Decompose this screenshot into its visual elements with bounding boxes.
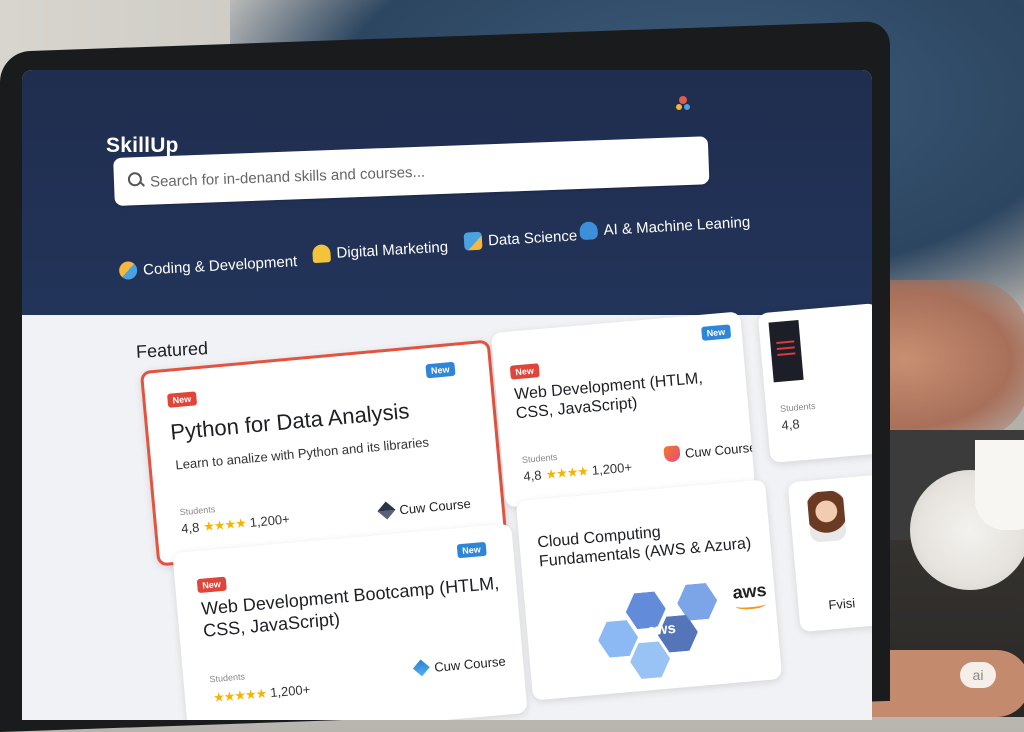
instructor-thumbnail [806,489,847,543]
search-icon [127,171,145,187]
course-title: Fvisi [827,595,856,613]
category-ai[interactable]: AI & Machine Leaning [579,213,751,241]
aws-hex-graphic: aws [593,574,732,695]
category-label: Data Science [487,226,578,249]
students-label: Students [209,671,246,685]
category-coding[interactable]: Coding & Development [118,252,298,280]
students-label: Students [179,504,216,518]
avatar[interactable] [676,96,690,110]
course-title: Cloud Computing Fundamentals (AWS & Azur… [536,523,752,571]
course-card-partial[interactable]: Students 4,8 [757,303,872,463]
provider-logo-icon [663,445,681,463]
laptop-screen: SkillUp Coding & Development Digital Mar… [22,70,872,720]
course-provider: Cuw Course [377,495,472,520]
code-icon [118,260,138,280]
aws-smile-icon [735,599,767,611]
category-nav: Coding & Development Digital Marketing D… [118,210,840,310]
ai-icon [579,221,599,241]
new-badge: New [701,324,731,341]
header: SkillUp Coding & Development Digital Mar… [22,70,872,315]
provider-logo-icon [412,659,430,677]
category-data-science[interactable]: Data Science [463,226,578,251]
course-provider: Cuw Course [412,653,507,677]
course-rating: ★★★★★1,200+ [212,681,311,706]
category-label: Coding & Development [142,252,298,279]
course-title: Web Development (HTLM, CSS, JavaScript) [513,369,704,423]
category-label: Digital Marketing [336,238,449,262]
marketing-icon [312,244,332,264]
category-marketing[interactable]: Digital Marketing [312,238,449,264]
search-bar[interactable] [113,136,710,206]
search-input[interactable] [147,148,693,195]
provider-logo-icon [377,501,396,520]
coffee-cup [975,440,1024,530]
ai-watermark-badge: ai [960,662,996,688]
course-card-cloud[interactable]: Cloud Computing Fundamentals (AWS & Azur… [515,479,783,701]
data-science-icon [463,231,483,251]
logo[interactable]: SkillUp [106,134,179,157]
students-label: Students [779,400,816,414]
new-badge: New [196,576,227,594]
featured-heading: Featured [135,338,209,362]
course-title: Web Development Bootcamp (HTLM, CSS, Jav… [200,572,500,641]
students-label: Students [521,451,558,465]
category-label: AI & Machine Leaning [603,213,751,239]
new-badge: New [167,391,197,408]
course-provider: Cuw Course [663,439,755,463]
new-badge: New [509,363,540,380]
aws-graphic-text: aws [646,619,677,640]
course-card-bootcamp[interactable]: New New Web Development Bootcamp (HTLM, … [172,523,528,720]
new-badge: New [456,541,487,559]
course-rating: 4,8 [780,416,801,433]
new-badge: New [425,361,456,379]
course-thumbnail [768,319,804,383]
course-card-web-dev[interactable]: New New Web Development (HTLM, CSS, Java… [490,311,756,508]
course-card-partial-2[interactable]: Fvisi [787,473,872,633]
